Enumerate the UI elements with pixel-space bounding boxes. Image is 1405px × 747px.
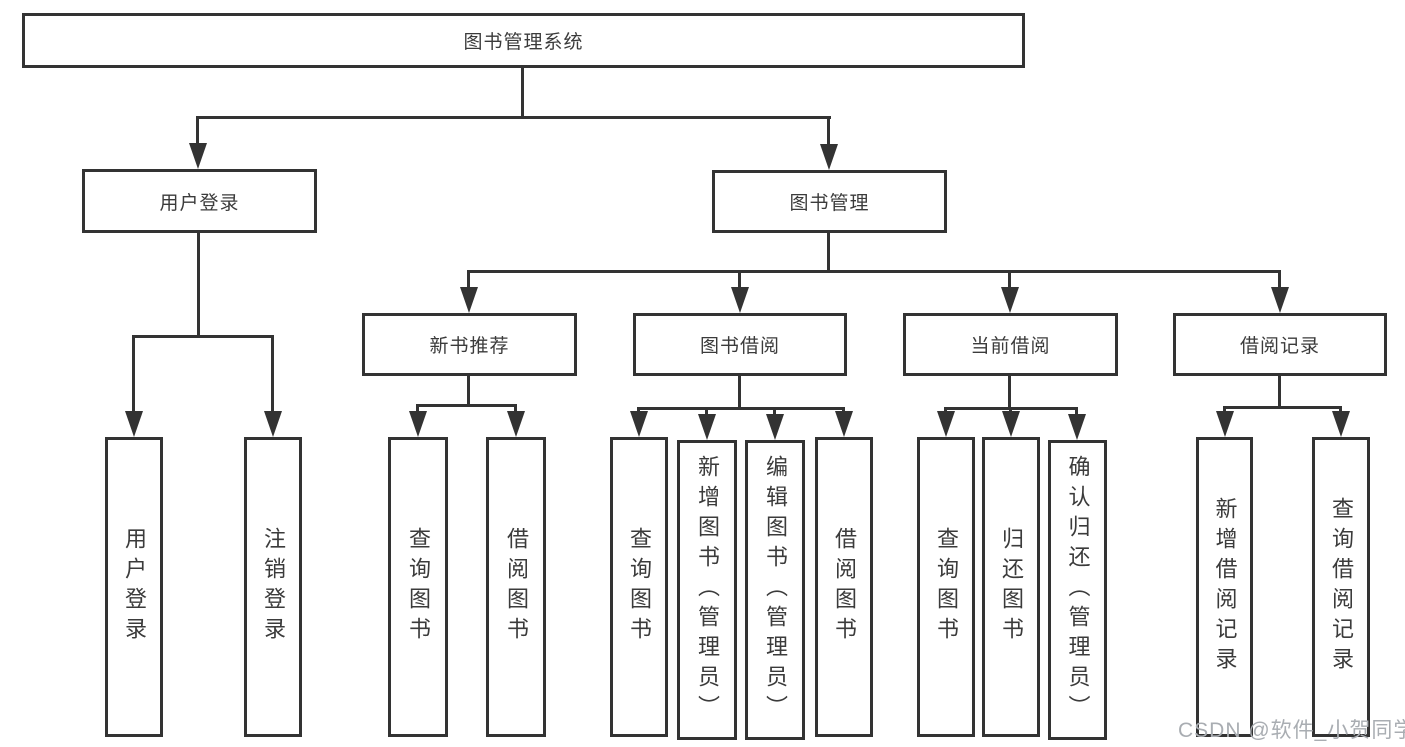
node-new-book-recommend-label: 新书推荐 — [429, 336, 510, 357]
leaf-query-books-borrowing-label: 查询图书 — [627, 527, 652, 647]
leaf-add-borrow-record: 新增借阅记录 — [1196, 437, 1253, 737]
leaf-add-borrow-record-label: 新增借阅记录 — [1212, 497, 1238, 677]
leaf-borrow-books-borrowing: 借阅图书 — [815, 437, 873, 737]
connector-to-leaf-user-login — [132, 335, 135, 417]
connector-to-book-borrowing — [738, 270, 741, 290]
arrowhead-query1 — [409, 411, 427, 437]
arrowhead-add-record — [1216, 411, 1234, 437]
connector-to-new-book — [467, 270, 470, 290]
leaf-query-borrow-record-label: 查询借阅记录 — [1329, 497, 1354, 677]
node-new-book-recommend: 新书推荐 — [362, 313, 577, 376]
leaf-query-books-recommend-label: 查询图书 — [406, 527, 431, 647]
leaf-borrow-books-recommend: 借阅图书 — [486, 437, 546, 737]
connector-root-drop — [521, 68, 524, 118]
node-current-borrowing-label: 当前借阅 — [970, 336, 1051, 357]
arrowhead-leaf-logout — [264, 411, 282, 437]
node-book-borrowing: 图书借阅 — [633, 313, 847, 376]
connector-current-drop — [1008, 376, 1011, 410]
connector-records-bus — [1223, 406, 1342, 409]
connector-newbook-bus — [416, 404, 517, 407]
arrowhead-query2 — [630, 411, 648, 437]
leaf-query-books-current: 查询图书 — [917, 437, 975, 737]
node-book-management-label: 图书管理 — [789, 193, 870, 214]
arrowhead-edit-book — [766, 414, 784, 440]
node-book-borrowing-label: 图书借阅 — [699, 336, 780, 357]
leaf-add-book-admin-label: 新增图书（管理员） — [695, 455, 720, 725]
arrowhead-leaf-user-login — [125, 411, 143, 437]
leaf-query-books-current-label: 查询图书 — [934, 527, 959, 647]
node-borrowing-records: 借阅记录 — [1173, 313, 1387, 376]
leaf-query-books-recommend: 查询图书 — [388, 437, 448, 737]
node-library-system: 图书管理系统 — [22, 13, 1025, 68]
node-borrowing-records-label: 借阅记录 — [1239, 336, 1320, 357]
connector-mgmt-drop — [827, 233, 830, 273]
connector-to-current-borrowing — [1008, 270, 1011, 290]
node-library-system-label: 图书管理系统 — [463, 32, 584, 53]
leaf-edit-book-admin: 编辑图书（管理员） — [745, 440, 805, 740]
leaf-borrow-books-recommend-label: 借阅图书 — [504, 527, 529, 647]
connector-user-bus — [132, 335, 274, 338]
arrowhead-borrow2 — [835, 411, 853, 437]
connector-to-borrowing-records — [1278, 270, 1281, 290]
leaf-return-books: 归还图书 — [982, 437, 1040, 737]
connector-borrowing-bus — [637, 407, 845, 410]
leaf-borrow-books-borrowing-label: 借阅图书 — [832, 527, 857, 647]
arrowhead-book-borrowing — [731, 287, 749, 313]
arrowhead-confirm-return — [1068, 414, 1086, 440]
connector-to-book-mgmt — [827, 116, 830, 152]
connector-root-bus — [196, 116, 831, 119]
leaf-query-borrow-record: 查询借阅记录 — [1312, 437, 1370, 737]
connector-borrowing-drop — [738, 376, 741, 410]
node-user-login-label: 用户登录 — [159, 192, 240, 214]
arrowhead-book-mgmt — [820, 144, 838, 170]
arrowhead-query3 — [937, 411, 955, 437]
leaf-logout-label: 注销登录 — [261, 527, 286, 647]
connector-to-user-login — [196, 116, 199, 151]
node-user-login: 用户登录 — [82, 169, 317, 233]
arrowhead-return-books — [1002, 411, 1020, 437]
leaf-return-books-label: 归还图书 — [999, 527, 1024, 647]
connector-newbook-drop — [467, 376, 470, 407]
connector-mgmt-bus — [467, 270, 1281, 273]
leaf-confirm-return-admin: 确认归还（管理员） — [1048, 440, 1107, 740]
leaf-logout: 注销登录 — [244, 437, 302, 737]
leaf-confirm-return-admin-label: 确认归还（管理员） — [1065, 455, 1091, 725]
node-book-management: 图书管理 — [712, 170, 947, 233]
arrowhead-new-book — [460, 287, 478, 313]
arrowhead-add-book — [698, 414, 716, 440]
connector-records-drop — [1278, 376, 1281, 407]
arrowhead-borrow1 — [507, 411, 525, 437]
node-current-borrowing: 当前借阅 — [903, 313, 1118, 376]
connector-user-drop — [197, 233, 200, 338]
watermark-text: CSDN @软件_小贺同学 — [1178, 719, 1405, 742]
arrowhead-current-borrowing — [1001, 287, 1019, 313]
connector-to-leaf-logout — [271, 335, 274, 417]
leaf-add-book-admin: 新增图书（管理员） — [677, 440, 737, 740]
arrowhead-query-record — [1332, 411, 1350, 437]
leaf-edit-book-admin-label: 编辑图书（管理员） — [763, 455, 788, 725]
leaf-user-login-label: 用户登录 — [122, 527, 147, 647]
arrowhead-user-login — [189, 143, 207, 169]
leaf-query-books-borrowing: 查询图书 — [610, 437, 668, 737]
leaf-user-login: 用户登录 — [105, 437, 163, 737]
arrowhead-borrowing-records — [1271, 287, 1289, 313]
